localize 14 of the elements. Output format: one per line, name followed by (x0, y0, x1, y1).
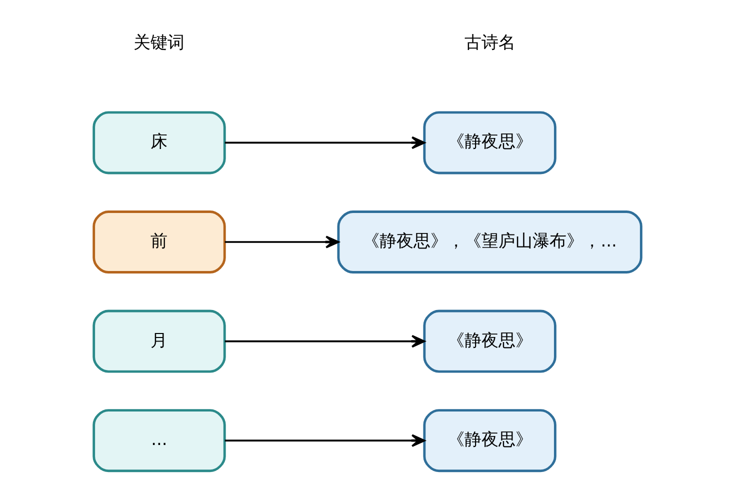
node-box: 《静夜思》 (422, 111, 556, 174)
arrow (224, 434, 425, 447)
node-box: 月 (92, 310, 226, 373)
label: 关键词 (133, 32, 184, 52)
arrow (224, 236, 339, 248)
arrow (224, 136, 425, 150)
label: 古诗名 (464, 32, 515, 52)
node-box: ... (92, 409, 226, 472)
node-box: 《静夜思》，《望庐山瀑布》，... (336, 210, 642, 274)
node-box: 前 (92, 210, 226, 274)
node-box: 《静夜思》 (422, 409, 556, 472)
arrow (224, 334, 425, 348)
node-box: 《静夜思》 (422, 310, 556, 373)
node-box: 床 (92, 111, 226, 174)
